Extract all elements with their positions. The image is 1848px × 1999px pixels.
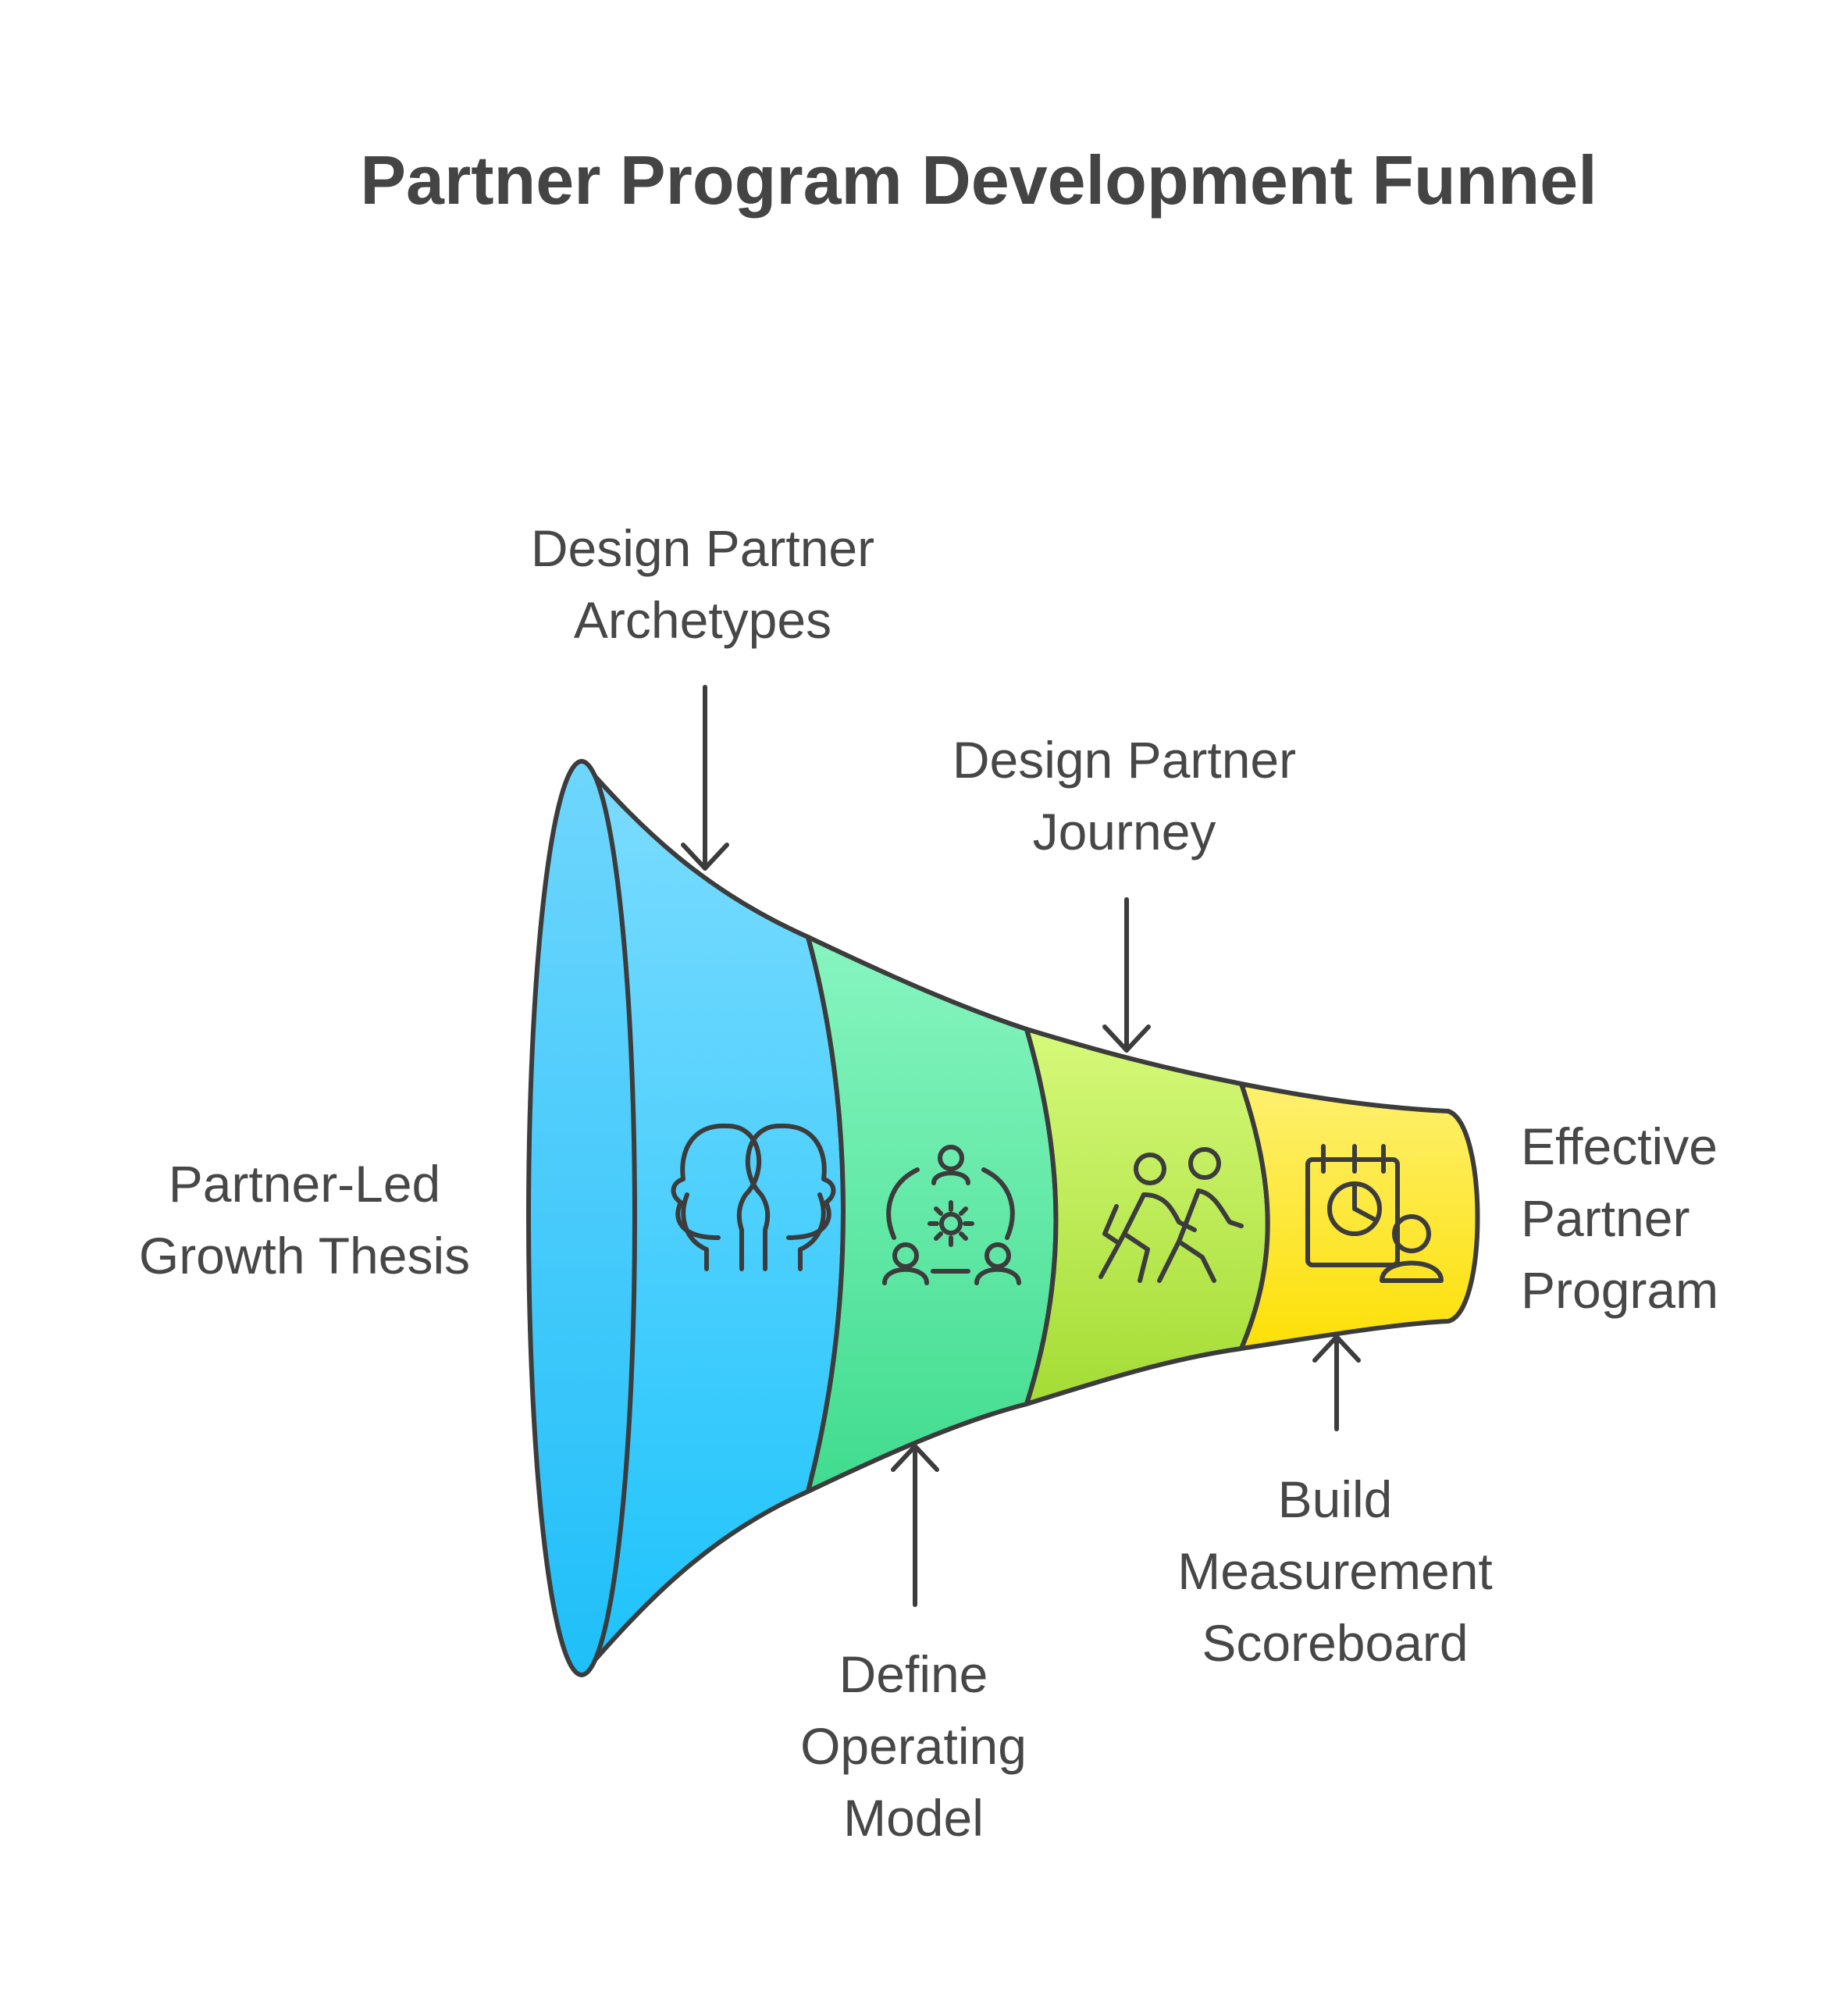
walking-people-icon [1098,1147,1244,1283]
funnel-mouth [526,759,637,1677]
funnel-segment-journey [1024,1027,1270,1406]
arrow-journey [1102,897,1151,1053]
stage-label-operating-model: Define Operating Model [800,1645,1027,1847]
calendar-chart-user-icon [1305,1144,1444,1283]
two-heads-icon [671,1123,836,1271]
stage-label-journey: Design Partner Journey [952,731,1297,861]
stage-label-growth-thesis: Partner-Led Growth Thesis [138,1155,471,1285]
arrow-operating-model [891,1444,939,1607]
stage-label-scoreboard: Build Measurement Scoreboard [1177,1470,1493,1672]
outcome-label: Effective Partner Program [1521,1117,1719,1319]
funnel-segment-operating-model [806,935,1059,1494]
team-gear-icon [882,1145,1021,1285]
arrow-archetypes [681,685,729,871]
funnel-segment-scoreboard [1239,1081,1480,1351]
arrow-scoreboard [1312,1334,1361,1431]
diagram-title: Partner Program Development Funnel [360,141,1597,219]
stage-label-archetypes: Design Partner Archetypes [530,519,875,649]
